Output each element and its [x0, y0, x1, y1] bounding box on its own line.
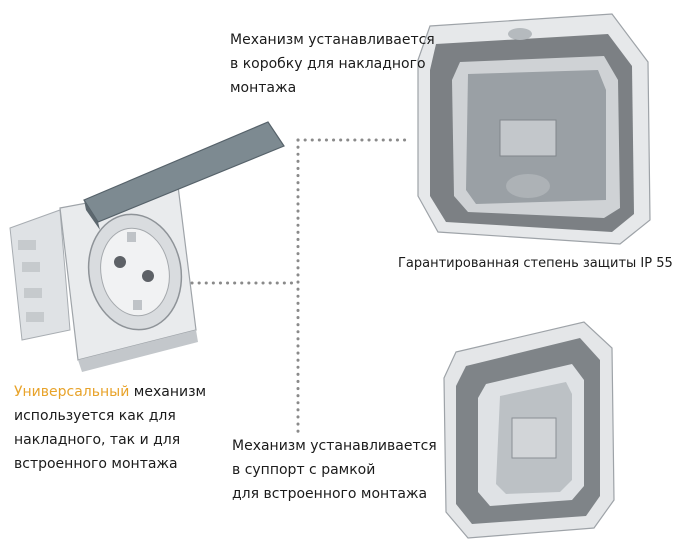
- surface-mount-caption-line-3: монтажа: [230, 80, 297, 96]
- universal-caption-line-3: накладного, так и для: [14, 432, 181, 448]
- universal-caption-line-4: встроенного монтажа: [14, 456, 178, 472]
- flush-frame-image: [443, 321, 615, 539]
- surface-box-image: [417, 13, 651, 245]
- flush-mount-caption-line-2: в суппорт с рамкой: [232, 462, 376, 478]
- flush-mount-caption-line-3: для встроенного монтажа: [232, 486, 428, 502]
- universal-mechanism-caption: Универсальный механизм используется как …: [14, 380, 206, 476]
- universal-highlight: Универсальный: [14, 384, 130, 400]
- ip-rating-caption: Гарантированная степень защиты IP 55: [398, 256, 673, 271]
- universal-caption-line-1-rest: механизм: [129, 384, 207, 400]
- surface-mount-caption-line-1: Механизм устанавливается: [230, 32, 435, 48]
- universal-caption-line-1: Универсальный механизм: [14, 380, 206, 404]
- socket-mechanism-image: [9, 121, 285, 372]
- flush-mount-caption-line-1: Механизм устанавливается: [232, 438, 437, 454]
- connector-lines: [190, 138, 412, 438]
- universal-caption-line-2: используется как для: [14, 408, 176, 424]
- flush-mount-caption: Механизм устанавливается в суппорт с рам…: [232, 434, 437, 506]
- surface-mount-caption: Механизм устанавливается в коробку для н…: [230, 28, 435, 100]
- surface-mount-caption-line-2: в коробку для накладного: [230, 56, 426, 72]
